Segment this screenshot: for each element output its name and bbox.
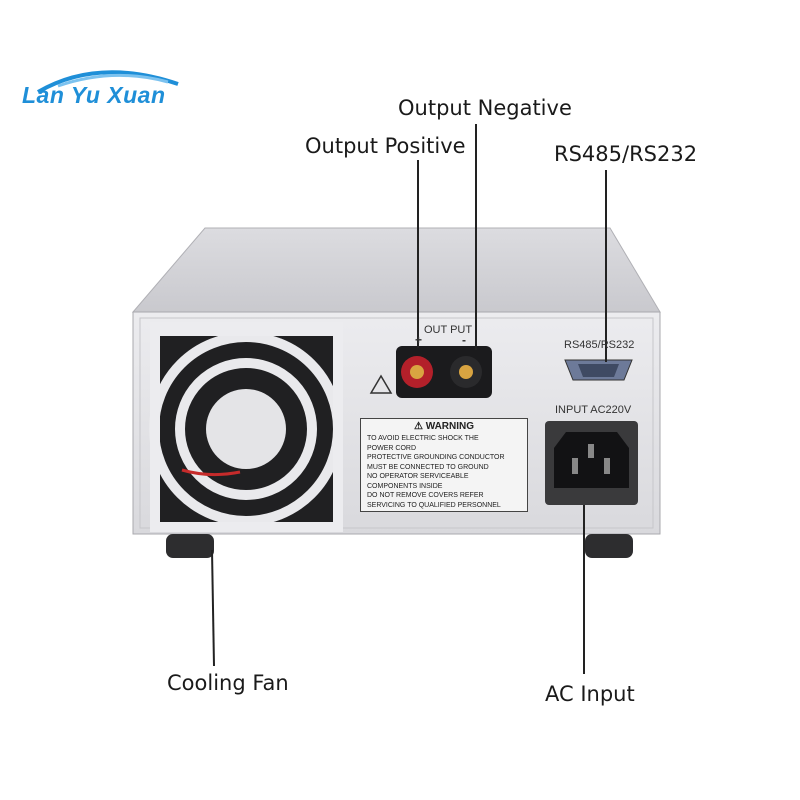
- serial-label: RS485/RS232: [564, 339, 635, 351]
- warning-line: MUST BE CONNECTED TO GROUND: [367, 463, 489, 471]
- minus-sign: -: [462, 333, 466, 347]
- callout-output-positive: Output Positive: [305, 134, 466, 158]
- warning-line: COMPONENTS INSIDE: [367, 482, 443, 490]
- plus-sign: +: [415, 333, 423, 347]
- callout-ac-input: AC Input: [545, 682, 635, 706]
- foot-right: [585, 534, 633, 558]
- warning-line: NO OPERATOR SERVICEABLE: [367, 473, 469, 480]
- warning-line: DO NOT REMOVE COVERS REFER: [367, 492, 484, 499]
- db9-connector: [564, 359, 633, 381]
- callout-cooling-fan: Cooling Fan: [167, 671, 289, 695]
- callout-output-negative: Output Negative: [398, 96, 572, 120]
- warning-line: PROTECTIVE GROUNDING CONDUCTOR: [367, 454, 505, 461]
- iec-inlet: [545, 421, 638, 505]
- cooling-fan-grille: [149, 322, 343, 532]
- brand-name: Lan Yu Xuan: [22, 82, 166, 108]
- input-label: INPUT AC220V: [555, 404, 632, 416]
- warning-line: SERVICING TO QUALIFIED PERSONNEL: [367, 501, 501, 509]
- warning-line: POWER CORD: [367, 444, 416, 452]
- output-label: OUT PUT: [424, 324, 473, 336]
- warning-text: TO AVOID ELECTRIC SHOCK THE POWER CORD P…: [367, 434, 505, 510]
- warning-line: TO AVOID ELECTRIC SHOCK THE: [367, 435, 479, 442]
- callout-serial-port: RS485/RS232: [554, 142, 698, 166]
- hazard-triangle: [369, 374, 393, 394]
- warning-label: ⚠ WARNING TO AVOID ELECTRIC SHOCK THE PO…: [360, 418, 528, 512]
- warning-title: ⚠ WARNING: [413, 421, 475, 432]
- brand-logo: [36, 70, 179, 94]
- output-terminals: [396, 346, 492, 398]
- foot-left: [166, 534, 214, 558]
